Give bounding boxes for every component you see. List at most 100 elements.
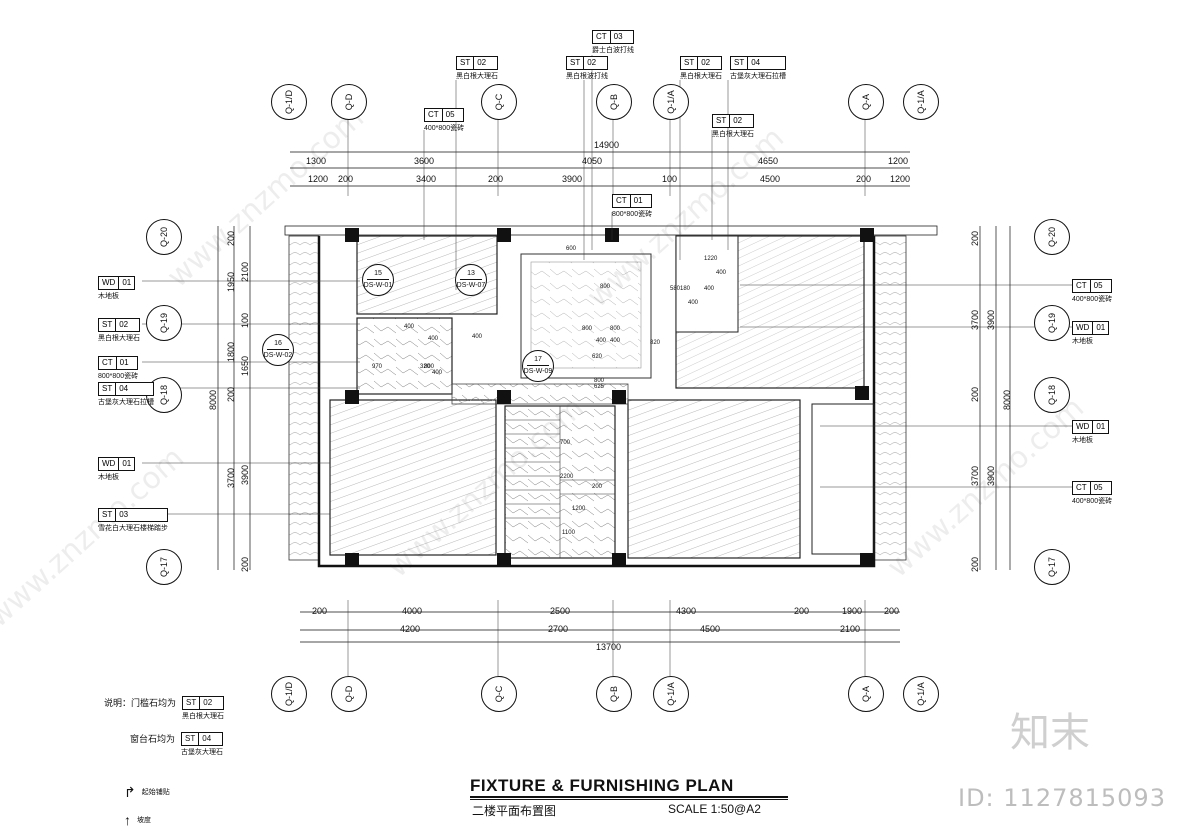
dim-bottom-row1: 4000 [402, 606, 423, 616]
tag-code: ST [102, 384, 113, 393]
dim-top-row1: 1200 [888, 156, 909, 166]
bedroom-sw [329, 399, 497, 556]
tag-description: 黑白根大理石 [182, 713, 225, 720]
bathroom-w [356, 317, 453, 395]
tag-number: 01 [1092, 421, 1108, 433]
inner-dimension: 180 [680, 286, 691, 292]
dim-bottom-row1: 200 [312, 606, 328, 616]
dim-right: 3900 [986, 465, 996, 486]
dim-bottom-row1: 2500 [550, 606, 571, 616]
tag-number: 01 [118, 458, 134, 470]
dim-left: 1650 [240, 355, 250, 376]
inner-dimension: 400 [688, 300, 699, 306]
tag-description: 400*800瓷砖 [424, 125, 465, 132]
inner-dimension: 1220 [704, 256, 718, 262]
grid-leaders [347, 114, 866, 676]
tag-number: 02 [697, 57, 713, 69]
dim-left: 1950 [226, 271, 236, 292]
start-tiling-icon: ↱ [124, 784, 136, 800]
tag-number: 04 [198, 733, 214, 745]
tag-number: 05 [441, 109, 458, 121]
inner-dimension: 200 [592, 484, 603, 490]
dim-right: 3700 [970, 309, 980, 330]
section-number: 15 [367, 268, 389, 280]
axis-bubble-top: Q-1/A [653, 84, 689, 120]
inner-dimension: 400 [610, 338, 621, 344]
dim-bottom-row2: 2100 [840, 624, 861, 634]
inner-dimension: 400 [428, 336, 439, 342]
tag-code: WD [1076, 323, 1090, 332]
tag-description: 400*800瓷砖 [1072, 296, 1113, 303]
inner-dimension: 800 [582, 326, 593, 332]
tag-description: 木地板 [98, 293, 119, 300]
tag-code: ST [716, 116, 727, 125]
dim-left: 200 [226, 230, 236, 246]
dim-left: 3700 [226, 467, 236, 488]
inner-dimension: 400 [404, 324, 415, 330]
inner-dimension: 600 [566, 246, 577, 252]
inner-dimension: 400 [472, 334, 483, 340]
inner-dimension: 400 [596, 338, 607, 344]
tag-code: ST [460, 58, 471, 67]
tag-code: WD [102, 278, 116, 287]
axis-bubble-left: Q-17 [146, 549, 182, 585]
tag-description: 黑白根大理石 [98, 335, 140, 342]
bottom-dimensions [300, 611, 900, 643]
tag-description: 爵士白波打线 [592, 47, 634, 54]
east-balcony [873, 235, 907, 561]
dim-top-row1: 3600 [414, 156, 435, 166]
tag-number: 01 [118, 277, 134, 289]
inner-dimension: 2200 [560, 474, 574, 480]
dim-top-row2: 1200 [890, 174, 911, 184]
legend-description: 坡度 [137, 817, 151, 824]
inner-dimension: 620 [592, 354, 603, 360]
drawing-title: FIXTURE & FURNISHING PLAN [470, 776, 734, 795]
tag-code: CT [1076, 483, 1087, 492]
left-dimensions [217, 226, 251, 570]
inner-dimension: 1200 [572, 506, 586, 512]
west-balcony [288, 235, 320, 561]
dim-bottom-row1: 4300 [676, 606, 697, 616]
dim-right: 200 [970, 230, 980, 246]
note-label: 窗台石均为 [130, 734, 176, 744]
inner-dimension: 625 [594, 384, 605, 390]
inner-dimension: 970 [372, 364, 383, 370]
dim-right: 3700 [970, 465, 980, 486]
corridor [451, 383, 629, 405]
tag-description: 雪花白大理石楼梯踏步 [98, 525, 168, 532]
inner-dimension: 400 [716, 270, 727, 276]
section-ref: DS-W-01 [363, 282, 393, 289]
inner-dimension: 320 [420, 364, 431, 370]
closet-ne [675, 235, 739, 333]
axis-bubble-bottom: Q-B [596, 676, 632, 712]
dim-left: 3900 [240, 464, 250, 485]
axis-bubble-right: Q-20 [1034, 219, 1070, 255]
dim-top-row2: 200 [856, 174, 872, 184]
legend-row: ↱起始铺贴 [124, 784, 170, 801]
inner-dimension: 580 [670, 286, 681, 292]
dim-left: 1800 [226, 341, 236, 362]
drawing-scale: SCALE 1:50@A2 [668, 802, 761, 816]
axis-bubble-right: Q-19 [1034, 305, 1070, 341]
top-dimensions [290, 151, 910, 187]
dim-bottom-row2: 2700 [548, 624, 569, 634]
dim-top-row2: 3900 [562, 174, 583, 184]
